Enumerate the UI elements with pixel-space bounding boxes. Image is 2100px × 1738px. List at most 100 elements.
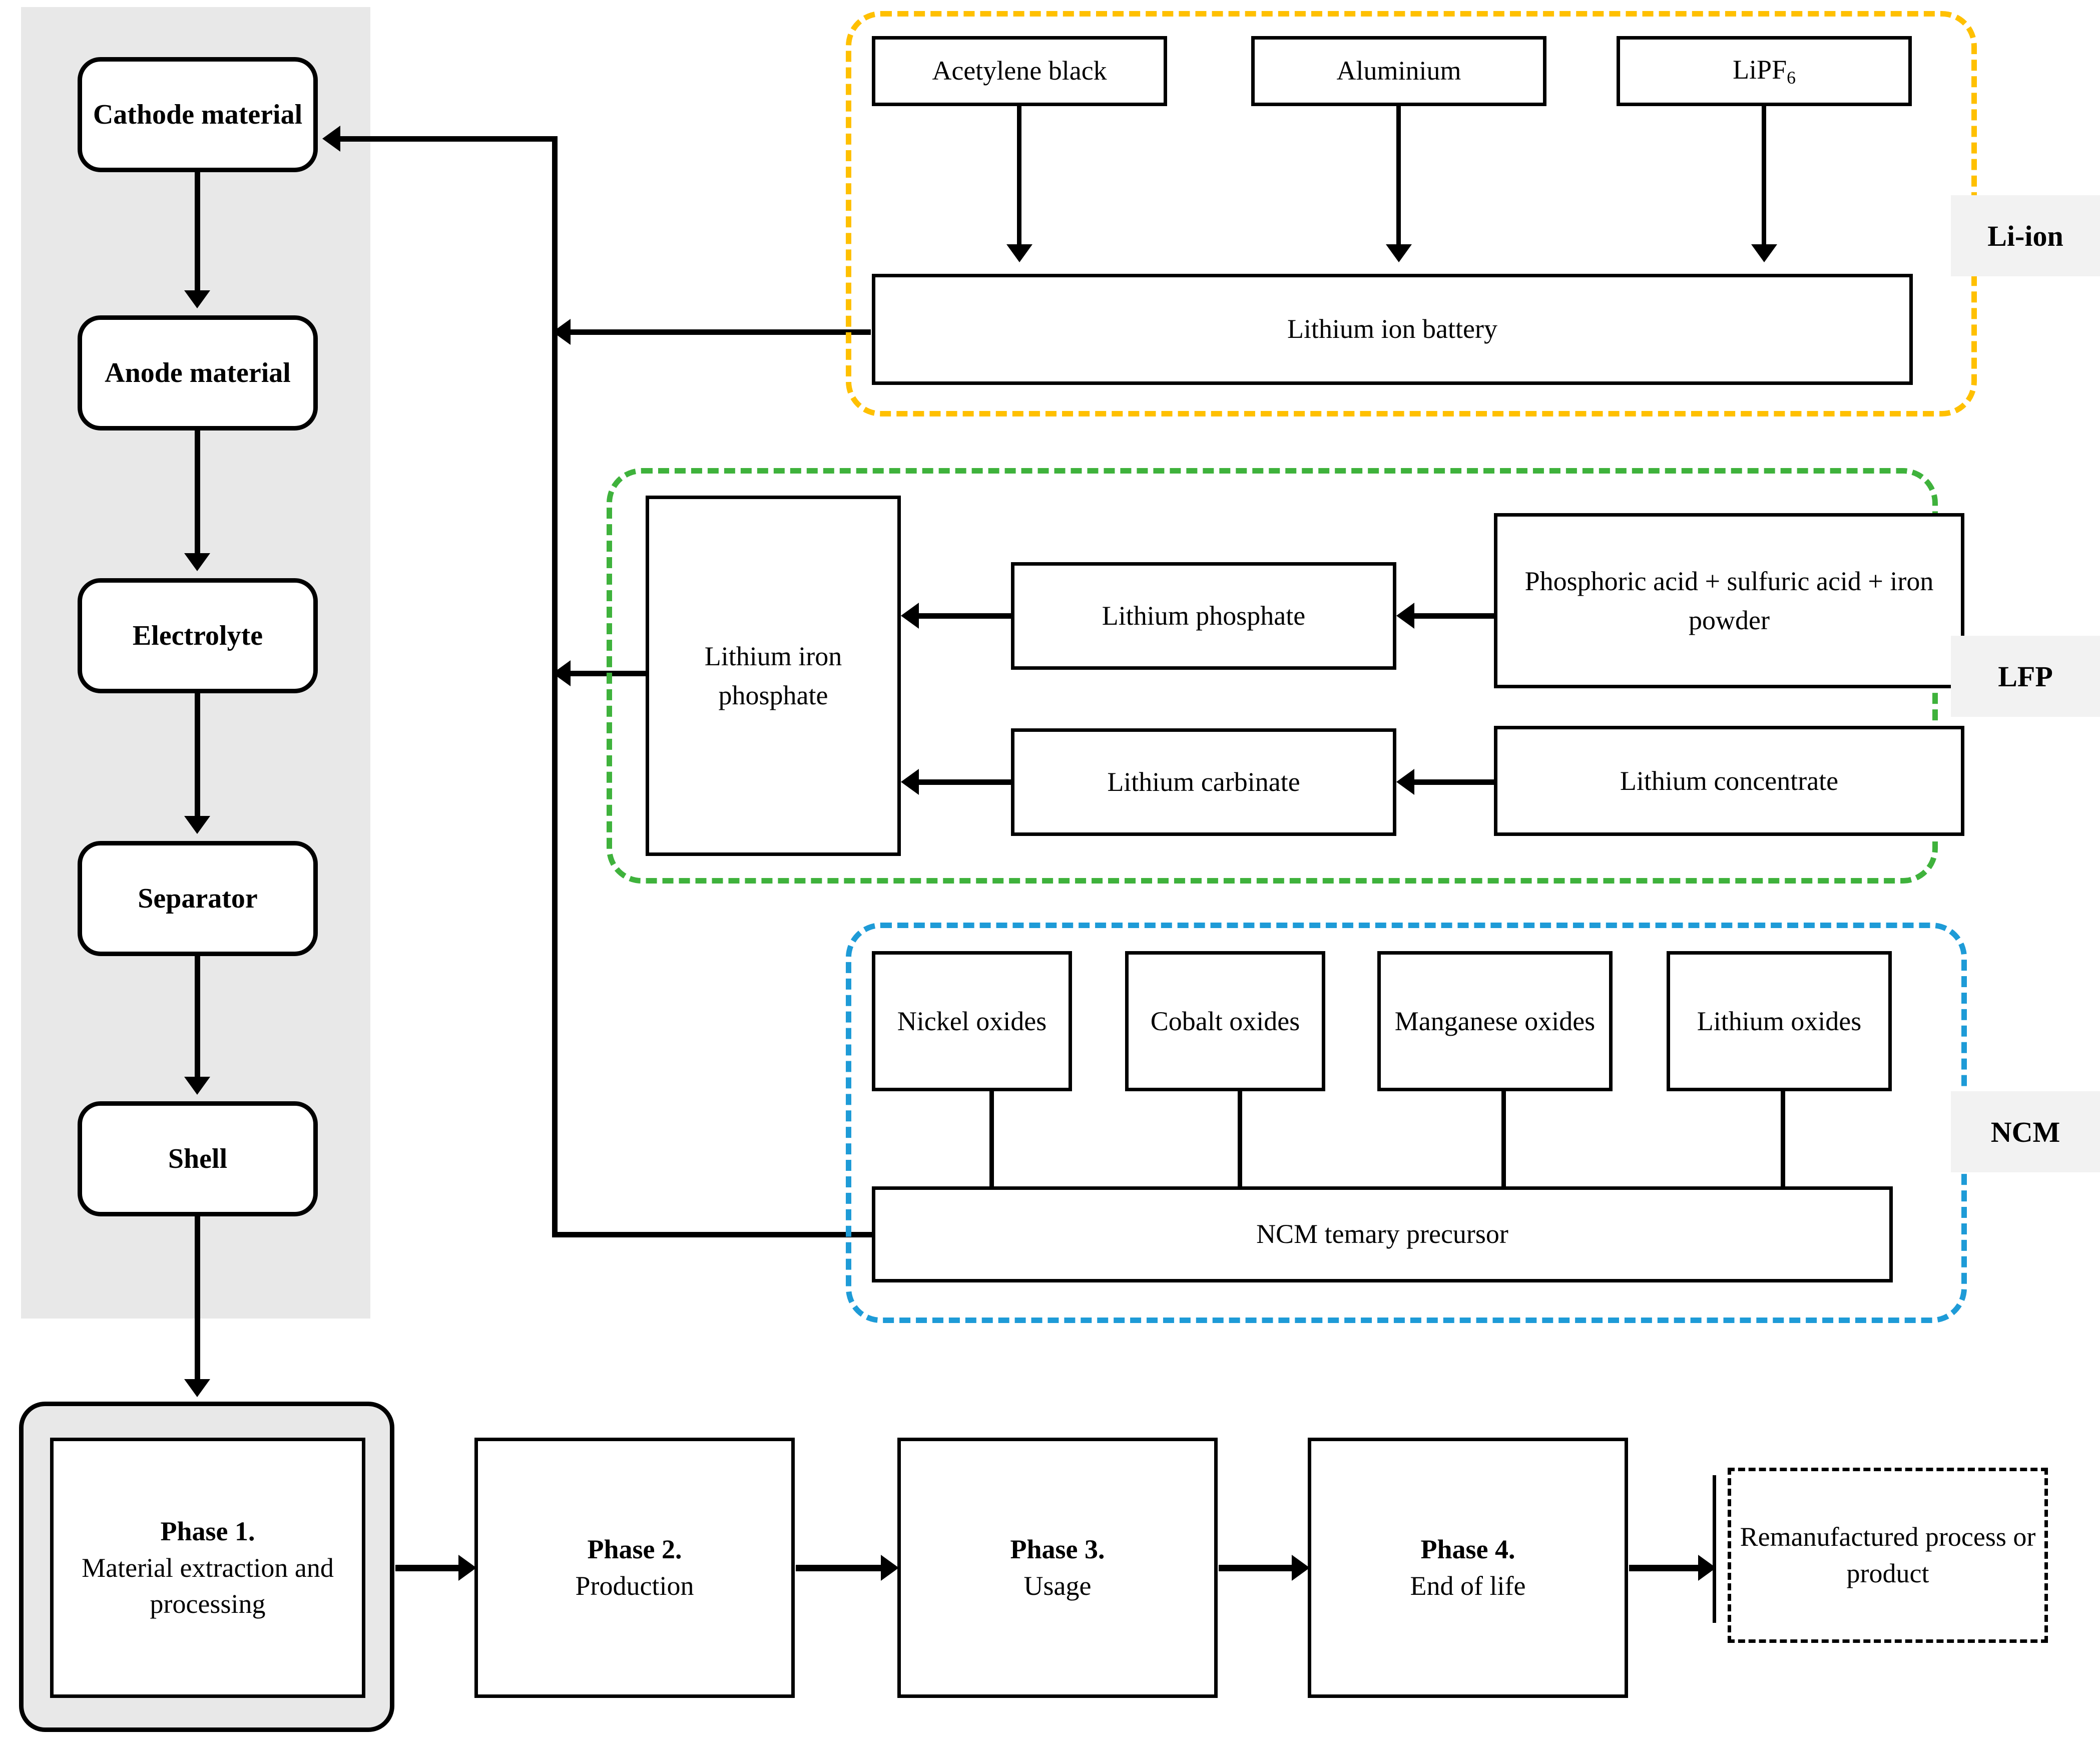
arrow-acetylene-to-battery-head xyxy=(1006,244,1032,262)
arrow-phase2-to-phase3-shaft xyxy=(796,1565,882,1571)
arrow-separator-to-shell-shaft xyxy=(195,956,200,1078)
material-label: LiPF6 xyxy=(1733,55,1796,88)
arrow-phase3-to-phase4-head xyxy=(1292,1555,1310,1581)
group-label-text: Li-ion xyxy=(1987,219,2063,252)
material-box-nickel-oxides[interactable]: Nickel oxides xyxy=(872,951,1072,1091)
phase-title: Phase 2. xyxy=(587,1534,682,1565)
lipf6-subscript: 6 xyxy=(1787,68,1796,88)
arrow-acetylene-to-battery-shaft xyxy=(1017,106,1021,246)
component-box-electrolyte[interactable]: Electrolyte xyxy=(78,578,318,693)
arrow-phase3-to-phase4-shaft xyxy=(1219,1565,1293,1571)
arrow-acids-to-phosphate-shaft xyxy=(1414,613,1494,619)
phase-body: End of life xyxy=(1410,1571,1526,1601)
material-label: Lithium oxides xyxy=(1697,1006,1862,1036)
phase-box-4[interactable]: Phase 4. End of life xyxy=(1308,1438,1628,1698)
material-box-lithium-concentrate[interactable]: Lithium concentrate xyxy=(1494,726,1964,836)
component-label: Separator xyxy=(138,883,258,914)
component-label: Electrolyte xyxy=(132,620,263,651)
arrow-phosphate-to-lfp-shaft xyxy=(919,613,1011,619)
material-label: Lithium phosphate xyxy=(1102,601,1306,631)
arrow-phosphate-to-lfp-head xyxy=(901,603,919,629)
arrow-anode-to-electrolyte-shaft xyxy=(195,430,200,555)
material-box-manganese-oxides[interactable]: Manganese oxides xyxy=(1377,951,1613,1091)
phase-box-3[interactable]: Phase 3. Usage xyxy=(897,1438,1218,1698)
remanufactured-left-divider xyxy=(1713,1475,1716,1623)
arrow-separator-to-shell-head xyxy=(184,1077,210,1095)
phase-body: Production xyxy=(575,1571,694,1601)
material-box-cobalt-oxides[interactable]: Cobalt oxides xyxy=(1125,951,1325,1091)
feeder-trunk-vertical-line xyxy=(552,136,558,1237)
arrow-shell-to-phase1-shaft xyxy=(195,1216,200,1382)
lfp-to-trunk-head xyxy=(553,660,571,686)
arrow-acids-to-phosphate-head xyxy=(1396,603,1414,629)
component-label: Shell xyxy=(168,1143,228,1174)
phase-body: Usage xyxy=(1023,1571,1092,1601)
arrow-electrolyte-to-separator-head xyxy=(184,816,210,834)
material-label: Nickel oxides xyxy=(897,1006,1047,1036)
phase-box-2[interactable]: Phase 2. Production xyxy=(474,1438,795,1698)
arrow-phase4-to-remanufactured-head xyxy=(1698,1555,1716,1581)
material-box-ncm-temary-precursor[interactable]: NCM temary precursor xyxy=(872,1186,1893,1282)
material-label: NCM temary precursor xyxy=(1256,1219,1508,1249)
material-label: Lithium iron phosphate xyxy=(704,641,842,710)
arrow-cathode-to-anode-shaft xyxy=(195,172,200,292)
component-label: Anode material xyxy=(105,357,291,388)
material-box-phosphoric-sulfuric-iron[interactable]: Phosphoric acid + sulfuric acid + iron p… xyxy=(1494,513,1964,688)
component-box-separator[interactable]: Separator xyxy=(78,841,318,956)
phase-body: Material extraction and processing xyxy=(82,1552,334,1619)
group-label-text: LFP xyxy=(1998,660,2053,693)
material-box-acetylene-black[interactable]: Acetylene black xyxy=(872,36,1167,106)
arrow-concentrate-to-carbinate-head xyxy=(1396,769,1414,795)
arrow-phase4-to-remanufactured-shaft xyxy=(1629,1565,1699,1571)
material-label: Phosphoric acid + sulfuric acid + iron p… xyxy=(1524,566,1934,635)
phase-box-1[interactable]: Phase 1. Material extraction and process… xyxy=(50,1438,365,1698)
phase-title: Phase 3. xyxy=(1010,1534,1105,1565)
material-box-aluminium[interactable]: Aluminium xyxy=(1251,36,1546,106)
arrow-lipf6-to-battery-head xyxy=(1751,244,1777,262)
component-box-cathode-material[interactable]: Cathode material xyxy=(78,57,318,172)
material-label: Lithium ion battery xyxy=(1287,314,1497,344)
arrow-phase2-to-phase3-head xyxy=(881,1555,899,1581)
material-label: Lithium concentrate xyxy=(1620,765,1839,796)
material-label: Manganese oxides xyxy=(1394,1006,1596,1036)
material-box-lithium-ion-battery[interactable]: Lithium ion battery xyxy=(872,274,1913,385)
group-label-text: NCM xyxy=(1990,1115,2060,1148)
liion-battery-to-trunk-head xyxy=(553,319,571,345)
material-box-lithium-oxides[interactable]: Lithium oxides xyxy=(1667,951,1892,1091)
arrow-lipf6-to-battery-shaft xyxy=(1762,106,1766,246)
feeder-to-cathode-head xyxy=(322,126,340,152)
arrow-shell-to-phase1-head xyxy=(184,1379,210,1397)
material-box-lithium-iron-phosphate[interactable]: Lithium iron phosphate xyxy=(646,496,901,856)
trunk-to-ncm-shaft xyxy=(552,1232,872,1237)
remanufactured-label: Remanufactured process or product xyxy=(1740,1522,2036,1588)
arrow-phase1-to-phase2-shaft xyxy=(395,1565,459,1571)
liion-battery-to-trunk-shaft xyxy=(571,329,871,335)
component-box-shell[interactable]: Shell xyxy=(78,1101,318,1216)
arrow-concentrate-to-carbinate-shaft xyxy=(1414,779,1494,785)
material-label: Acetylene black xyxy=(932,56,1107,86)
remanufactured-box[interactable]: Remanufactured process or product xyxy=(1728,1468,2048,1643)
arrow-cathode-to-anode-head xyxy=(184,290,210,308)
arrow-nickel-to-precursor-shaft xyxy=(989,1091,994,1209)
group-label-ncm: NCM xyxy=(1951,1091,2100,1172)
material-label: Lithium carbinate xyxy=(1107,767,1300,797)
arrow-anode-to-electrolyte-head xyxy=(184,553,210,571)
arrow-manganese-to-precursor-shaft xyxy=(1501,1091,1506,1209)
material-box-lipf6[interactable]: LiPF6 xyxy=(1617,36,1912,106)
feeder-to-cathode-shaft xyxy=(340,136,556,142)
material-box-lithium-carbinate[interactable]: Lithium carbinate xyxy=(1011,728,1396,836)
phase-title: Phase 4. xyxy=(1420,1534,1515,1565)
phase-title: Phase 1. xyxy=(160,1516,255,1546)
arrow-carbinate-to-lfp-shaft xyxy=(919,779,1011,785)
material-label: Cobalt oxides xyxy=(1150,1006,1300,1036)
component-label: Cathode material xyxy=(93,99,303,130)
group-label-liion: Li-ion xyxy=(1951,195,2100,276)
arrow-phase1-to-phase2-head xyxy=(458,1555,476,1581)
material-label: Aluminium xyxy=(1336,56,1461,86)
arrow-aluminium-to-battery-head xyxy=(1386,244,1412,262)
material-box-lithium-phosphate[interactable]: Lithium phosphate xyxy=(1011,562,1396,670)
group-label-lfp: LFP xyxy=(1951,636,2100,717)
component-box-anode-material[interactable]: Anode material xyxy=(78,315,318,430)
arrow-cobalt-to-precursor-shaft xyxy=(1238,1091,1242,1209)
